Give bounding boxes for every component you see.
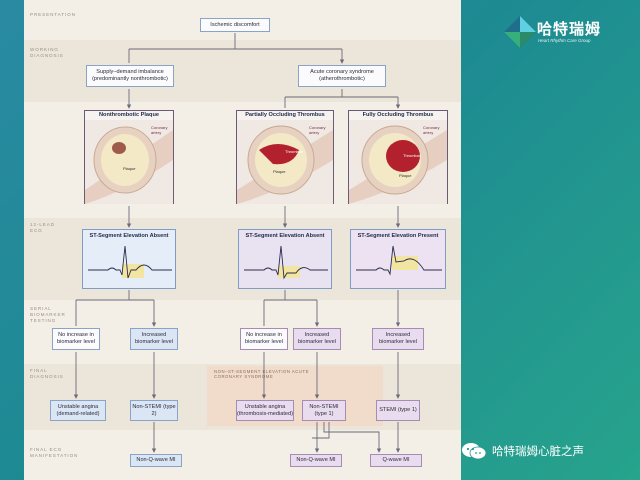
final-dx-unstable-angina-thrombosis: Unstable angina (thrombosis-mediated) <box>236 400 294 421</box>
brand-subtitle: Heart Rhythm Care Group <box>538 38 591 43</box>
final-dx-nstemi-type1: Non-STEMI (type 1) <box>302 400 346 421</box>
biomarker-box-no-increase-1: No increase in biomarker level <box>52 328 100 350</box>
final-ecg-non-q-wave-1: Non-Q-wave MI <box>130 454 182 467</box>
biomarker-label: Increased biomarker level <box>298 332 336 345</box>
brand-logo-icon <box>504 16 536 48</box>
plaque-label: Plaque <box>273 169 286 174</box>
biomarker-label: No increase in biomarker level <box>57 332 95 345</box>
final-dx-label: Non-STEMI (type 2) <box>132 403 176 417</box>
wechat-icon <box>462 443 487 460</box>
working-dx-right-label: Acute coronary syndrome (atherothromboti… <box>310 69 374 82</box>
artery-cross-section-illustration <box>349 120 447 204</box>
section-biomarker: SERIAL BIOMARKER TESTING <box>30 306 66 323</box>
plaque-title: Fully Occluding Thrombus <box>362 112 434 118</box>
thrombus-label: Thrombus <box>403 153 422 158</box>
final-ecg-q-wave: Q-wave MI <box>370 454 422 467</box>
final-dx-label: Non-STEMI (type 1) <box>309 403 339 417</box>
nste-acs-label: NON–ST-SEGMENT ELEVATION ACUTE CORONARY … <box>214 369 309 379</box>
coronary-artery-label: Coronary artery <box>423 125 440 135</box>
plaque-label: Plaque <box>399 173 412 178</box>
watermark-text: 哈特瑞姆心脏之声 <box>492 446 584 458</box>
artery-cross-section-illustration <box>85 120 173 204</box>
biomarker-label: Increased biomarker level <box>379 332 417 345</box>
biomarker-box-increased-2: Increased biomarker level <box>293 328 341 350</box>
plaque-panel-nonthrombotic: Nonthrombotic Plaque Plaque Coronary art… <box>84 110 174 204</box>
presentation-box: Ischemic discomfort <box>200 18 270 32</box>
plaque-title: Nonthrombotic Plaque <box>99 112 159 118</box>
section-final-diagnosis: FINAL DIAGNOSIS <box>30 368 64 379</box>
coronary-artery-label: Coronary artery <box>151 125 168 135</box>
presentation-label: Ischemic discomfort <box>210 21 260 28</box>
ecg-trace <box>244 245 328 280</box>
final-dx-label: STEMI (type 1) <box>379 407 417 414</box>
biomarker-label: Increased biomarker level <box>135 332 173 345</box>
section-working-diagnosis: WORKING DIAGNOSIS <box>30 47 64 58</box>
final-ecg-non-q-wave-2: Non-Q-wave MI <box>290 454 342 467</box>
biomarker-box-increased-1: Increased biomarker level <box>130 328 178 350</box>
ecg-title: ST-Segment Elevation Present <box>357 233 439 239</box>
ecg-panel-absent-1: ST-Segment Elevation Absent <box>82 229 176 289</box>
ecg-trace <box>88 245 172 279</box>
working-dx-supply-demand: Supply–demand imbalance (predominantly n… <box>86 65 174 87</box>
final-ecg-label: Non-Q-wave MI <box>296 457 336 464</box>
working-dx-acs: Acute coronary syndrome (atherothromboti… <box>298 65 386 87</box>
plaque-panel-partial-thrombus: Partially Occluding Thrombus Thrombus Pl… <box>236 110 334 204</box>
section-final-ecg: FINAL ECG MANIFESTATION <box>30 447 79 458</box>
final-dx-nstemi-type2: Non-STEMI (type 2) <box>130 400 178 421</box>
ecg-panel-present: ST-Segment Elevation Present <box>350 229 446 289</box>
coronary-artery-label: Coronary artery <box>309 125 326 135</box>
biomarker-box-increased-3: Increased biomarker level <box>372 328 424 350</box>
section-ecg: 12-LEAD ECG <box>30 222 55 233</box>
final-dx-unstable-angina-demand: Unstable angina (demand-related) <box>50 400 106 421</box>
ecg-title: ST-Segment Elevation Absent <box>245 233 325 239</box>
ecg-title: ST-Segment Elevation Absent <box>89 233 169 239</box>
diagram-panel: NON–ST-SEGMENT ELEVATION ACUTE CORONARY … <box>24 0 461 480</box>
connector-lines <box>73 33 461 453</box>
artery-cross-section-illustration <box>237 120 333 204</box>
brand-name: 哈特瑞姆 <box>537 21 602 38</box>
final-dx-stemi-type1: STEMI (type 1) <box>376 400 420 421</box>
plaque-label: Plaque <box>123 166 136 171</box>
section-presentation: PRESENTATION <box>30 12 76 17</box>
plaque-panel-full-thrombus: Fully Occluding Thrombus Thrombus Plaque… <box>348 110 448 204</box>
ecg-trace <box>356 245 442 276</box>
final-ecg-label: Non-Q-wave MI <box>136 457 176 464</box>
biomarker-box-no-increase-2: No increase in biomarker level <box>240 328 288 350</box>
thrombus-label: Thrombus <box>285 149 304 154</box>
ecg-panel-absent-2: ST-Segment Elevation Absent <box>238 229 332 289</box>
working-dx-left-label: Supply–demand imbalance (predominantly n… <box>92 69 168 82</box>
final-ecg-label: Q-wave MI <box>382 457 410 464</box>
final-dx-label: Unstable angina (demand-related) <box>56 403 100 417</box>
biomarker-label: No increase in biomarker level <box>245 332 283 345</box>
plaque-title: Partially Occluding Thrombus <box>245 112 325 118</box>
final-dx-label: Unstable angina (thrombosis-mediated) <box>237 403 293 417</box>
